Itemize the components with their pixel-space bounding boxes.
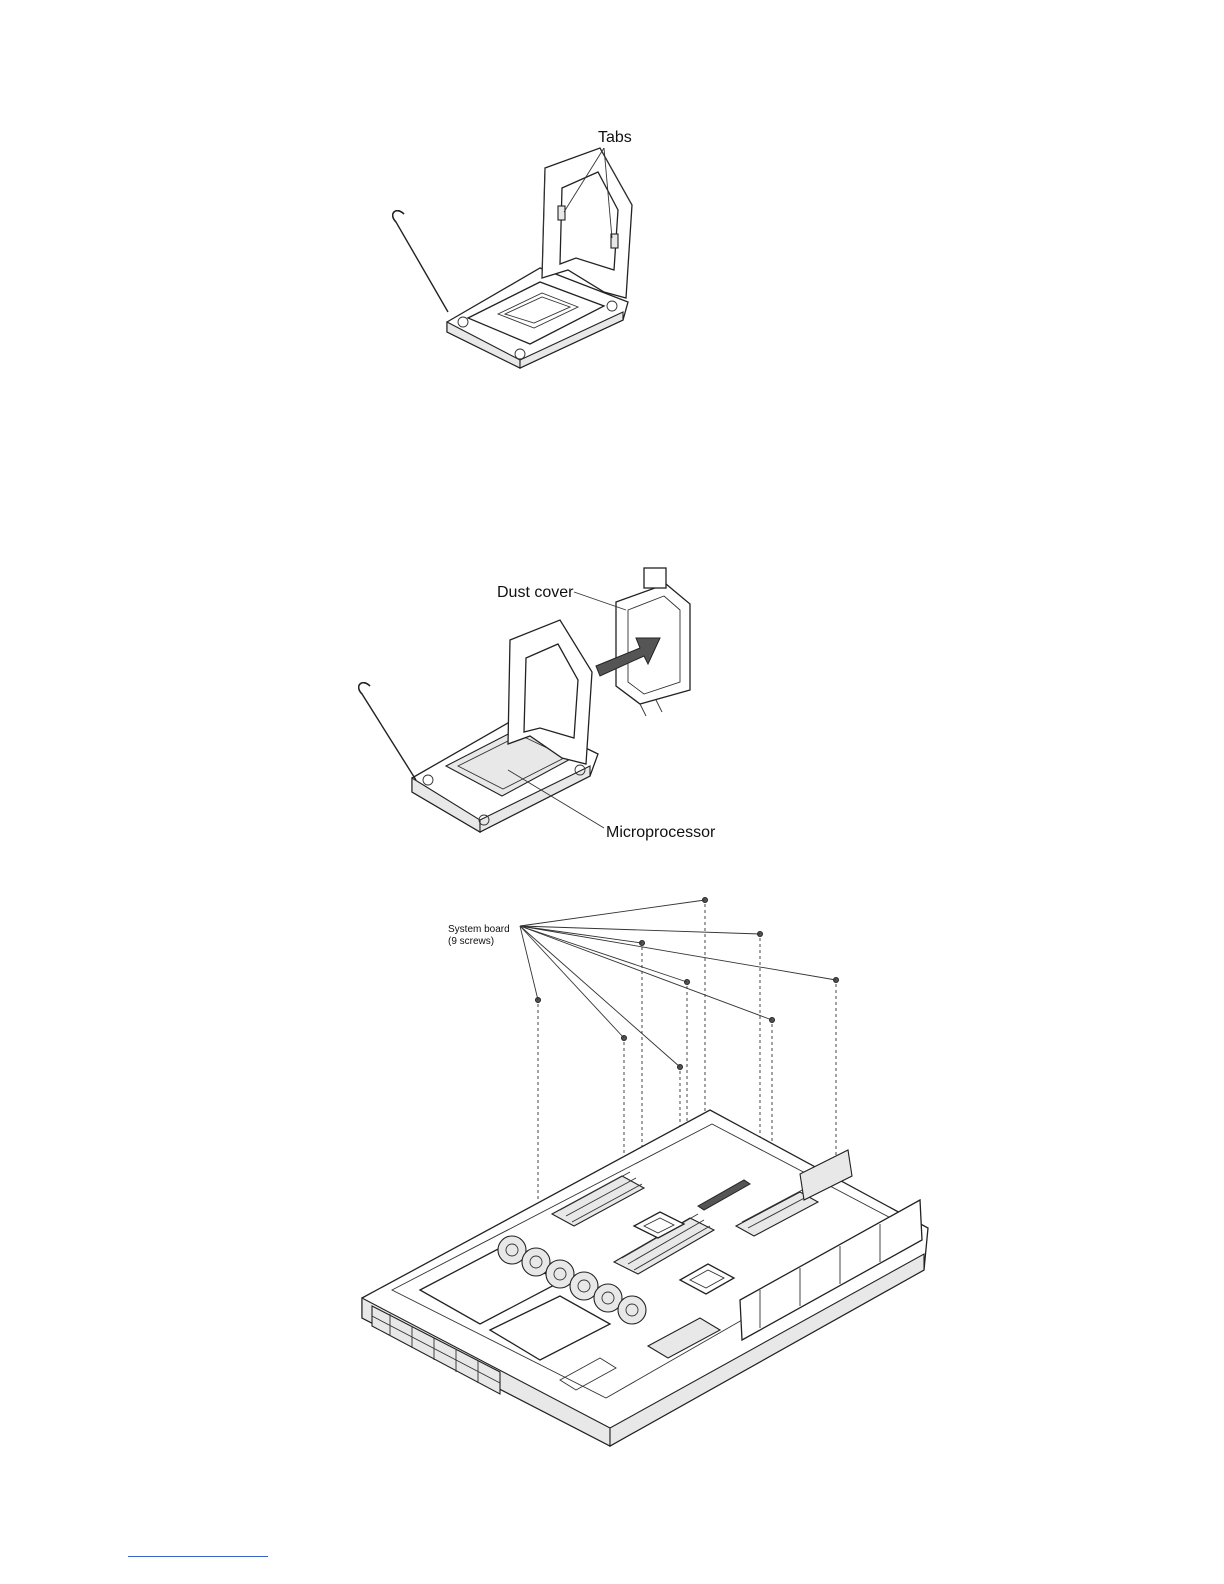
server-chassis-figure bbox=[362, 898, 928, 1447]
system-board-screws bbox=[536, 898, 839, 1070]
socket-figure-tabs bbox=[393, 148, 632, 368]
callout-microprocessor: Microprocessor bbox=[606, 824, 716, 841]
socket-figure-dust-cover bbox=[359, 568, 690, 832]
footer-link-rule[interactable] bbox=[128, 1556, 268, 1557]
callout-system-board: System board bbox=[448, 924, 510, 935]
callout-dust-cover: Dust cover bbox=[497, 584, 574, 601]
callout-screw-count: (9 screws) bbox=[448, 936, 494, 947]
callout-tabs: Tabs bbox=[598, 129, 632, 146]
screw-callout-lines bbox=[520, 900, 836, 1067]
